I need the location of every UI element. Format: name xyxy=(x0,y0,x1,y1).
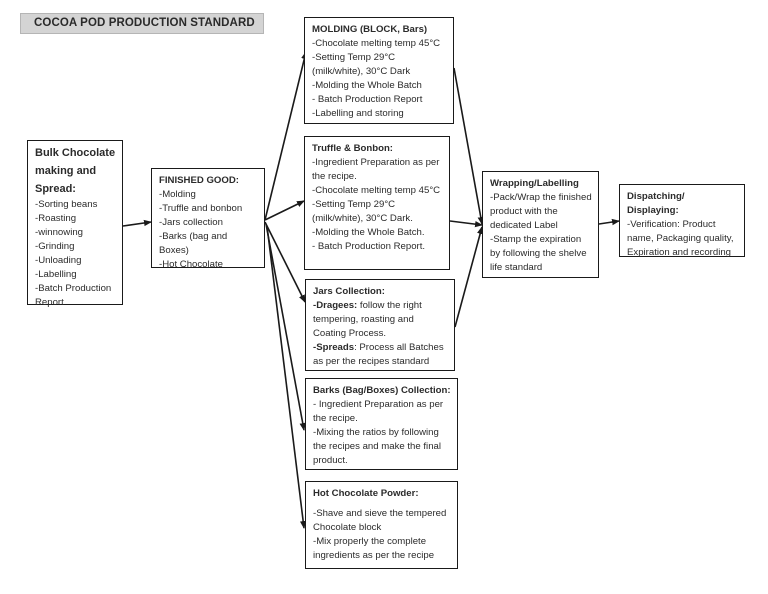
jars-item-spreads: -Spreads: Process all Batches as per the… xyxy=(313,342,444,367)
node-line: - Batch Production Report xyxy=(312,94,423,105)
node-wrapping-labelling: Wrapping/Labelling -Pack/Wrap the finish… xyxy=(482,171,599,278)
node-line: -Chocolate melting temp 45°C xyxy=(312,185,441,196)
node-dispatching-displaying: Dispatching/ Displaying: -Verification: … xyxy=(619,184,745,260)
node-line: -Jars collection xyxy=(159,217,223,228)
node-line: -Labelling and storing xyxy=(312,108,404,119)
node-line: - Batch Production Report. xyxy=(312,241,426,252)
node-lines: -Pack/Wrap the finished product with the… xyxy=(490,191,592,275)
node-heading: Bulk Chocolate making and Spread: xyxy=(35,147,116,195)
node-line: -Shave and sieve the tempered Chocolate … xyxy=(313,508,447,533)
node-heading: Truffle & Bonbon: xyxy=(312,143,393,154)
node-truffle-bonbon: Truffle & Bonbon: -Ingredient Preparatio… xyxy=(304,136,450,270)
node-line: -Stamp the expiration by following the s… xyxy=(490,234,587,273)
node-line: -Barks (bag and Boxes) xyxy=(159,231,228,256)
arrow-finished-to-hotchoc xyxy=(266,225,307,529)
node-molding: MOLDING (BLOCK, Bars) -Chocolate melting… xyxy=(304,17,454,124)
node-heading: Dispatching/ Displaying: xyxy=(627,191,685,216)
arrow-molding-to-wrapping xyxy=(453,67,484,225)
node-line: -Grinding xyxy=(35,241,75,252)
arrow-finished-to-truffle xyxy=(264,200,305,221)
node-line: -Molding the Whole Batch xyxy=(312,80,422,91)
node-lines: -Verification: Product name, Packaging q… xyxy=(627,218,738,260)
node-lines: -Shave and sieve the tempered Chocolate … xyxy=(313,507,451,563)
node-line: -Batch Production Report xyxy=(35,283,112,308)
node-line: -Truffle and bonbon xyxy=(159,203,243,214)
node-heading: MOLDING (BLOCK, Bars) xyxy=(312,24,428,35)
node-line: -Roasting xyxy=(35,213,77,224)
node-line: -winnowing xyxy=(35,227,83,238)
node-heading: FINISHED GOOD: xyxy=(159,175,239,186)
node-barks-collection: Barks (Bag/Boxes) Collection: - Ingredie… xyxy=(305,378,458,470)
node-line: -Labelling xyxy=(35,269,77,280)
arrow-finished-to-jars xyxy=(264,221,306,303)
arrow-finished-to-molding xyxy=(264,51,308,221)
node-lines: - Ingredient Preparation as per the reci… xyxy=(313,398,451,468)
node-line: -Pack/Wrap the finished product with the… xyxy=(490,192,592,231)
node-heading: Wrapping/Labelling xyxy=(490,178,579,189)
node-line: -Hot Chocolate xyxy=(159,259,223,270)
node-line: - Ingredient Preparation as per the reci… xyxy=(313,399,444,424)
arrow-truffle-to-wrapping xyxy=(449,220,483,228)
node-lines: -Molding -Truffle and bonbon -Jars collect… xyxy=(159,188,258,272)
node-heading: Jars Collection: xyxy=(313,286,385,297)
arrow-wrapping-to-dispatch xyxy=(598,218,620,226)
node-bulk-chocolate: Bulk Chocolate making and Spread: -Sorti… xyxy=(27,140,123,308)
node-line: -Unloading xyxy=(35,255,82,266)
node-line: -Sorting beans xyxy=(35,199,98,210)
node-lines: -Ingredient Preparation as per the recip… xyxy=(312,156,443,254)
node-lines: -Chocolate melting temp 45°C -Setting Tem… xyxy=(312,37,447,121)
arrow-jars-to-wrapping xyxy=(454,226,484,328)
node-line: -Molding xyxy=(159,189,196,200)
node-line: -Ingredient Preparation as per the recip… xyxy=(312,157,440,182)
node-line: -Mix properly the complete ingredients a… xyxy=(313,536,435,561)
node-finished-good: FINISHED GOOD: -Molding -Truffle and bonb… xyxy=(151,168,265,270)
node-jars-collection: Jars Collection: -Dragees: follow the ri… xyxy=(305,279,455,371)
node-line: -Setting Temp 29°C (milk/white), 30°C Da… xyxy=(312,52,411,77)
node-heading: Hot Chocolate Powder: xyxy=(313,488,419,499)
node-lines: -Sorting beans -Roasting -winnowing -Grindi… xyxy=(35,198,116,310)
node-line: -Setting Temp 29°C (milk/white), 30°C Da… xyxy=(312,199,413,224)
diagram-title: COCOA POD PRODUCTION STANDARD xyxy=(20,13,264,34)
arrow-finished-to-barks xyxy=(265,223,306,431)
node-line: -Verification: Product name, Packaging q… xyxy=(627,219,734,258)
node-line: -Mixing the ratios by following the reci… xyxy=(313,427,441,466)
node-line: -Chocolate melting temp 45°C xyxy=(312,38,441,49)
node-line: -Molding the Whole Batch. xyxy=(312,227,425,238)
arrow-bulk-to-finished xyxy=(122,219,152,227)
node-hot-chocolate-powder: Hot Chocolate Powder: -Shave and sieve t… xyxy=(305,481,458,569)
jars-item-dragees: -Dragees: follow the right tempering, ro… xyxy=(313,300,422,339)
node-heading: Barks (Bag/Boxes) Collection: xyxy=(313,385,451,396)
